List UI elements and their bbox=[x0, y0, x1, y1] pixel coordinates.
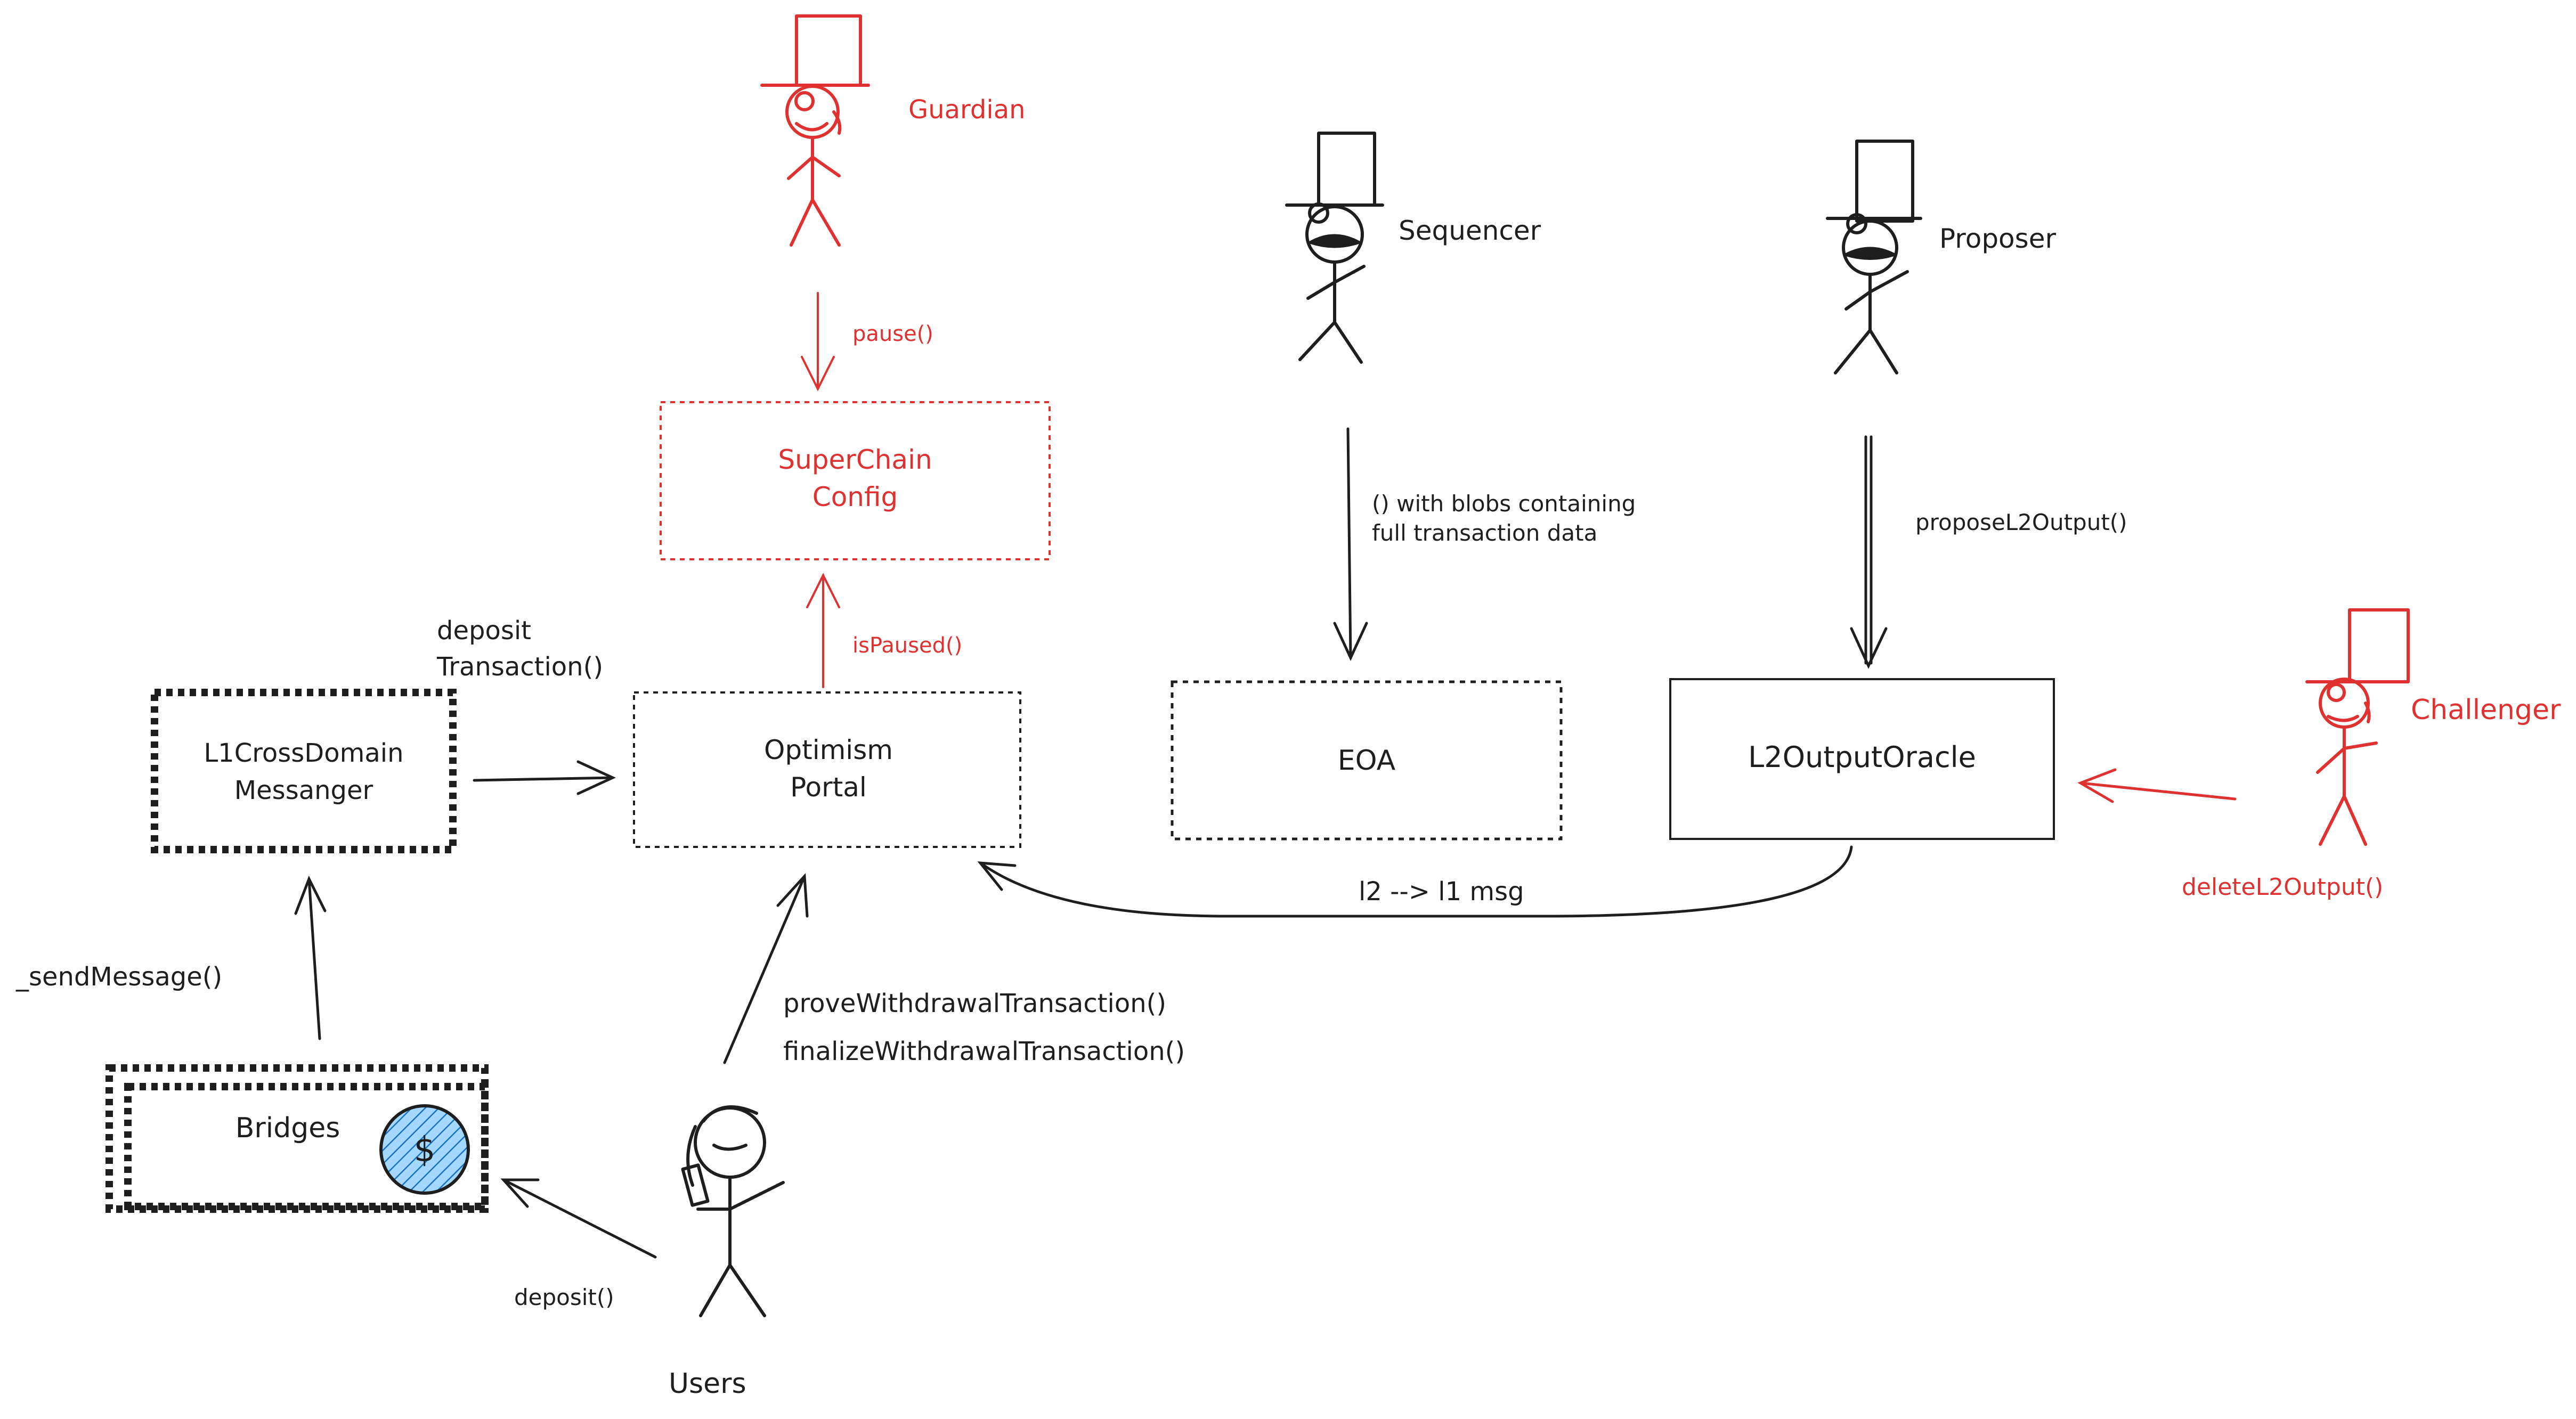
finalize-withdrawal-label: finalizeWithdrawalTransaction() bbox=[783, 1037, 1185, 1066]
guardian-icon bbox=[760, 14, 870, 247]
is-paused-label: isPaused() bbox=[852, 633, 962, 658]
superchain-config-box bbox=[660, 401, 1051, 560]
challenger-icon bbox=[2305, 608, 2410, 846]
sequencer-label: Sequencer bbox=[1399, 215, 1541, 246]
proposer-label: Proposer bbox=[1939, 223, 2056, 254]
messenger-label-line2: Messanger bbox=[234, 776, 373, 805]
bridges-label: Bridges bbox=[235, 1112, 340, 1144]
propose-label: proposeL2Output() bbox=[1915, 509, 2127, 535]
deposit-transaction-arrow bbox=[473, 760, 616, 795]
l2-l1-message-label: l2 --> l1 msg bbox=[1359, 877, 1524, 907]
users-label: Users bbox=[669, 1368, 746, 1400]
delete-label: deleteL2Output() bbox=[2182, 874, 2383, 901]
superchain-config-label-line2: Config bbox=[812, 482, 898, 512]
blobs-label-line2: full transaction data bbox=[1372, 520, 1597, 546]
blobs-label-line1: () with blobs containing bbox=[1372, 491, 1636, 517]
messenger-label-line1: L1CrossDomain bbox=[204, 738, 403, 768]
optimism-portal-box bbox=[633, 691, 1021, 848]
l1-cross-domain-messenger-box bbox=[151, 689, 457, 853]
deposit-transaction-label-line2: Transaction() bbox=[436, 652, 603, 682]
pause-arrow bbox=[801, 292, 835, 392]
optimism-portal-label-line1: Optimism bbox=[764, 735, 893, 765]
deposit-transaction-label-line1: deposit bbox=[437, 616, 531, 646]
deposit-arrow bbox=[500, 1178, 657, 1259]
l2-output-oracle-box bbox=[1669, 678, 2055, 840]
eoa-box bbox=[1171, 680, 1563, 841]
is-paused-arrow bbox=[806, 573, 840, 688]
delete-arrow bbox=[2077, 768, 2237, 803]
coin-symbol: $ bbox=[414, 1130, 436, 1170]
withdrawal-arrow bbox=[723, 872, 809, 1064]
sequencer-icon bbox=[1285, 132, 1384, 364]
propose-arrow bbox=[1850, 435, 1888, 669]
deposit-label: deposit() bbox=[514, 1284, 614, 1310]
bridges-box bbox=[105, 1064, 489, 1213]
l2-output-oracle-label: L2OutputOracle bbox=[1748, 740, 1976, 774]
proposer-icon bbox=[1826, 140, 1922, 374]
superchain-config-label-line1: SuperChain bbox=[778, 444, 932, 475]
send-message-label: _sendMessage() bbox=[15, 962, 222, 992]
prove-withdrawal-label: proveWithdrawalTransaction() bbox=[783, 989, 1166, 1018]
eoa-label: EOA bbox=[1338, 745, 1396, 777]
challenger-label: Challenger bbox=[2411, 694, 2561, 726]
guardian-label: Guardian bbox=[908, 95, 1026, 125]
send-message-arrow bbox=[294, 875, 327, 1040]
users-icon bbox=[681, 1105, 785, 1317]
optimism-portal-label-line2: Portal bbox=[790, 772, 867, 803]
sequencer-eoa-arrow bbox=[1333, 427, 1368, 661]
dollar-coin-icon bbox=[379, 1104, 470, 1195]
pause-label: pause() bbox=[852, 322, 933, 346]
l2-l1-message-arrow bbox=[977, 845, 1853, 918]
